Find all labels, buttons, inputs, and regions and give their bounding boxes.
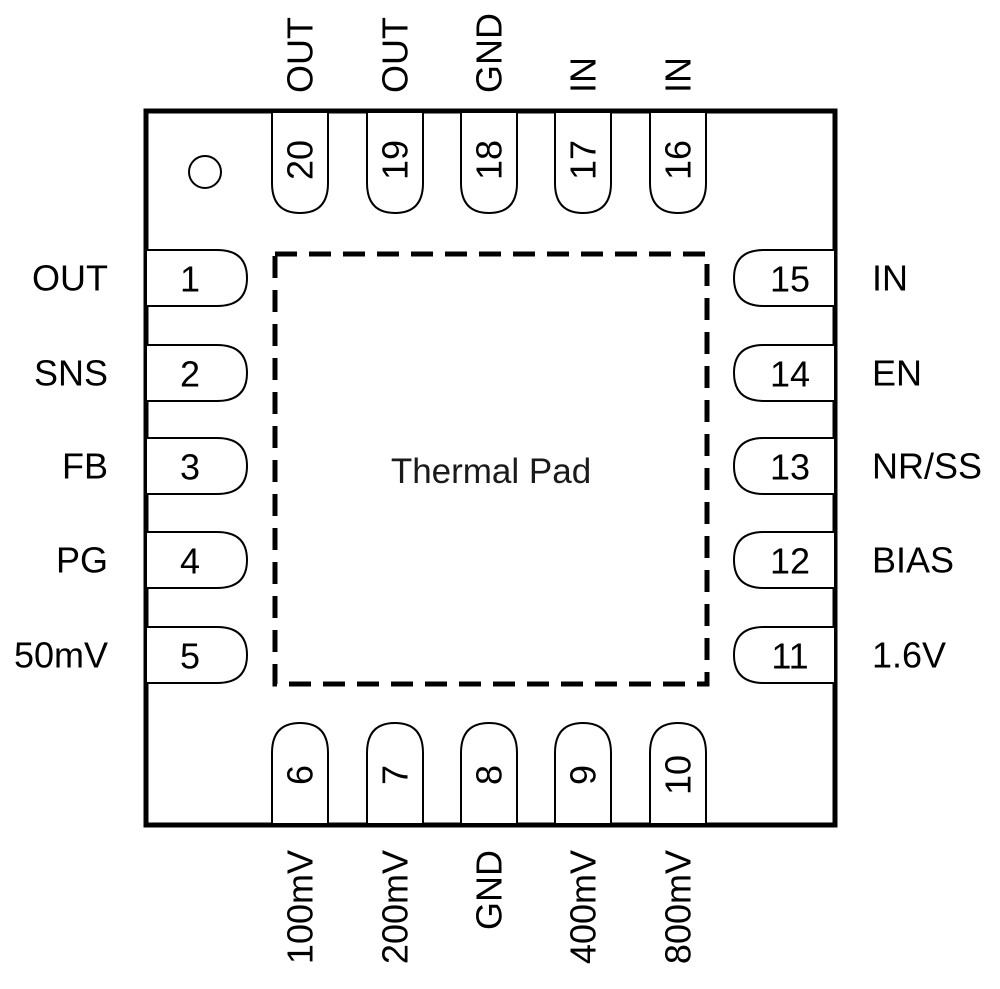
pin-10: 10 800mV [649,721,707,964]
pin-pad-shape [271,721,329,823]
pin-12: 12 BIAS [732,531,954,589]
pin-17: 17 IN [554,57,612,215]
pin-number: 14 [770,354,810,395]
pin-name-label: 800mV [658,850,699,964]
pin-pad-shape [147,626,249,684]
pin-number: 9 [563,765,604,785]
pin-number: 8 [469,765,510,785]
pin-20: 20 OUT [271,17,329,215]
pin-9: 9 400mV [554,721,612,964]
pin-number: 11 [771,636,808,677]
pin-1: 1 OUT [32,249,249,307]
pin-pad-shape [554,721,612,823]
pin-name-label: BIAS [872,540,954,581]
pin-pad-shape [147,437,249,495]
pin-name-label: OUT [280,17,321,93]
pin-number: 12 [770,541,810,582]
pin-number: 20 [280,140,321,180]
pin-number: 1 [180,259,200,300]
pin-name-label: SNS [34,353,108,394]
pin-11: 11 1.6V [732,626,946,684]
pin-name-label: 400mV [563,850,604,964]
pin-pad-shape [147,344,249,402]
pin-pad-shape [732,626,834,684]
pin1-indicator-icon [188,155,222,189]
pin-name-label: 200mV [375,850,416,964]
pin-14: 14 EN [732,344,922,402]
pin-pad-shape [732,249,834,307]
pin-pad-shape [732,437,834,495]
pin-pad-shape [732,344,834,402]
pin-pad-shape [649,113,707,215]
pin-number: 5 [180,636,200,677]
pin-pad-shape [649,721,707,823]
pin-pad-shape [460,721,518,823]
pin-2: 2 SNS [34,344,249,402]
pin-number: 19 [375,140,416,180]
pin-name-label: PG [56,540,108,581]
pin-name-label: NR/SS [872,446,982,487]
pin-name-label: 50mV [14,635,108,676]
pin-18: 18 GND [460,13,518,215]
pin-number: 15 [770,259,810,300]
pin-number: 7 [375,765,416,785]
pin-pad-shape [147,249,249,307]
pin-number: 17 [563,140,604,180]
pin-number: 3 [180,447,200,488]
package-body [143,108,838,828]
pin-number: 4 [180,541,200,582]
pin-15: 15 IN [732,249,908,307]
pin-number: 13 [770,447,810,488]
pin-pad-shape [460,113,518,215]
pin-name-label: OUT [375,17,416,93]
pin-19: 19 OUT [366,17,424,215]
pin-pad-shape [554,113,612,215]
pins-layer: 1 OUT 2 SNS 3 FB 4 PG 5 50mV 11 1.6V 12 BIAS 13 NR/SS 14… [14,13,982,964]
pin-16: 16 IN [649,57,707,215]
pin-name-label: 1.6V [872,635,946,676]
pin-pad-shape [147,531,249,589]
pin-7: 7 200mV [366,721,424,964]
pin-name-label: IN [872,258,908,299]
pin-number: 2 [180,354,200,395]
pin-pad-shape [732,531,834,589]
pin-name-label: IN [563,57,604,93]
pin-6: 6 100mV [271,721,329,964]
pin-number: 18 [469,140,510,180]
pin-name-label: IN [658,57,699,93]
pin-number: 10 [658,755,699,795]
pin-3: 3 FB [62,437,249,495]
pin-name-label: 100mV [280,850,321,964]
pin-name-label: GND [469,850,510,930]
pin-4: 4 PG [56,531,249,589]
pin-name-label: OUT [32,258,108,299]
pin-name-label: FB [62,446,108,487]
thermal-pad-outline [272,251,710,687]
pin-pad-shape [366,113,424,215]
pin-13: 13 NR/SS [732,437,982,495]
pin-pad-shape [271,113,329,215]
pin-number: 6 [280,765,321,785]
pin-name-label: EN [872,353,922,394]
pin-name-label: GND [469,13,510,93]
pin-number: 16 [658,140,699,180]
thermal-pad-label: Thermal Pad [391,452,591,491]
pin-5: 5 50mV [14,626,249,684]
pin-pad-shape [366,721,424,823]
